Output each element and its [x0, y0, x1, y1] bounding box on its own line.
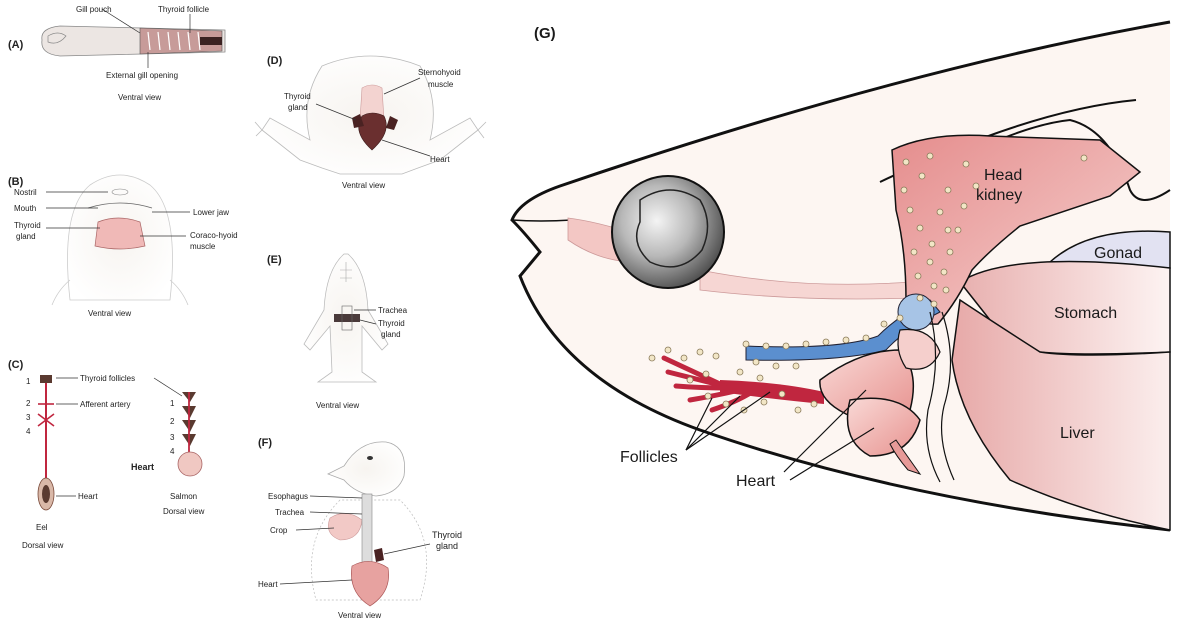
eel-num-2: 2: [26, 399, 31, 408]
eel-num-3: 3: [26, 413, 31, 422]
label-thyroid-f: Thyroid: [432, 530, 462, 540]
salmon-num-1: 1: [170, 399, 175, 408]
thyroid-gland-e: [334, 314, 360, 322]
label-trachea-f: Trachea: [275, 508, 305, 517]
view-caption-b: Ventral view: [88, 309, 131, 318]
panel-d-letter: (D): [267, 55, 283, 67]
bird-head-f: [328, 442, 405, 496]
label-gill-pouch: Gill pouch: [76, 5, 112, 14]
label-kidney: kidney: [976, 187, 1022, 204]
salmon-num-4: 4: [170, 447, 175, 456]
view-caption-a: Ventral view: [118, 93, 161, 102]
label-gland-d: gland: [288, 103, 308, 112]
bird-heart-f: [351, 561, 388, 606]
panel-f-letter: (F): [258, 437, 272, 449]
eel-thyroid-follicles: [40, 375, 52, 383]
panel-f: (F) Esophagus Trachea Crop Thyroid gland…: [258, 437, 462, 620]
label-thyroid-b: Thyroid: [14, 221, 41, 230]
salmon-num-2: 2: [170, 417, 175, 426]
label-follicles: Follicles: [620, 449, 678, 466]
label-thyroid-e: Thyroid: [378, 319, 405, 328]
panel-c-letter: (C): [8, 359, 24, 371]
salmon-caption-name: Salmon: [170, 492, 197, 501]
label-external-gill-opening: External gill opening: [106, 71, 178, 80]
label-heart-f: Heart: [258, 580, 278, 589]
label-afferent-artery: Afferent artery: [80, 400, 131, 409]
label-gland-f: gland: [436, 541, 458, 551]
salmon-num-3: 3: [170, 433, 175, 442]
panel-a-letter: (A): [8, 39, 24, 51]
label-mouth: Mouth: [14, 204, 36, 213]
label-heart-eel: Heart: [78, 492, 98, 501]
label-muscle-b: muscle: [190, 242, 216, 251]
eel-num-1: 1: [26, 377, 31, 386]
panel-b-letter: (B): [8, 176, 24, 188]
label-crop: Crop: [270, 526, 288, 535]
label-heart-g: Heart: [736, 473, 776, 490]
esophagus-trachea-f: [362, 494, 372, 564]
label-gonad: Gonad: [1094, 245, 1142, 262]
view-caption-f: Ventral view: [338, 611, 381, 620]
label-esophagus: Esophagus: [268, 492, 308, 501]
panel-d: (D) Sternohyoid muscle Thyroid gland Hea…: [255, 55, 486, 190]
view-caption-d: Ventral view: [342, 181, 385, 190]
label-thyroid-follicle: Thyroid follicle: [158, 5, 210, 14]
label-heart-salmon: Heart: [131, 462, 154, 472]
eel-caption-name: Eel: [36, 523, 48, 532]
panel-e-letter: (E): [267, 254, 282, 266]
label-heart-d: Heart: [430, 155, 450, 164]
salmon-caption-view: Dorsal view: [163, 507, 205, 516]
label-stomach: Stomach: [1054, 305, 1117, 322]
label-gland-b: gland: [16, 232, 36, 241]
label-trachea-e: Trachea: [378, 306, 408, 315]
label-gland-e: gland: [381, 330, 401, 339]
label-liver: Liver: [1060, 425, 1095, 442]
crop-f: [328, 513, 362, 540]
panel-e: (E) Trachea Thyroid gland Ventral view: [267, 254, 408, 410]
thyroid-gland-f: [374, 548, 384, 562]
label-coraco-hyoid: Coraco-hyoid: [190, 231, 238, 240]
label-nostril: Nostril: [14, 188, 37, 197]
label-lower-jaw: Lower jaw: [193, 208, 229, 217]
eel-num-4: 4: [26, 427, 31, 436]
label-thyroid-d: Thyroid: [284, 92, 311, 101]
panel-g: (G): [512, 22, 1170, 530]
panel-g-letter: (G): [534, 25, 556, 42]
panel-b: (B) Nostril Mouth Thyroid gland Lower ja…: [8, 175, 238, 318]
panel-c: (C) 1 2 3 4 Thyroid follicles Afferent a…: [8, 359, 205, 550]
eel-caption-view: Dorsal view: [22, 541, 64, 550]
bird-eye: [367, 456, 373, 460]
thyroid-follicle-a: [200, 37, 222, 45]
panel-a: (A) Gill pouch Thyroid follicle External…: [8, 5, 225, 102]
eel-heart-inner: [42, 485, 50, 503]
label-head: Head: [984, 167, 1022, 184]
label-thyroid-follicles: Thyroid follicles: [80, 374, 135, 383]
label-sternohyoid: Sternohyoid: [418, 68, 461, 77]
vein-sinus: [898, 294, 934, 330]
view-caption-e: Ventral view: [316, 401, 359, 410]
salmon-heart: [178, 452, 202, 476]
label-muscle-d: muscle: [428, 80, 454, 89]
thyroid-gland-b: [95, 218, 145, 249]
